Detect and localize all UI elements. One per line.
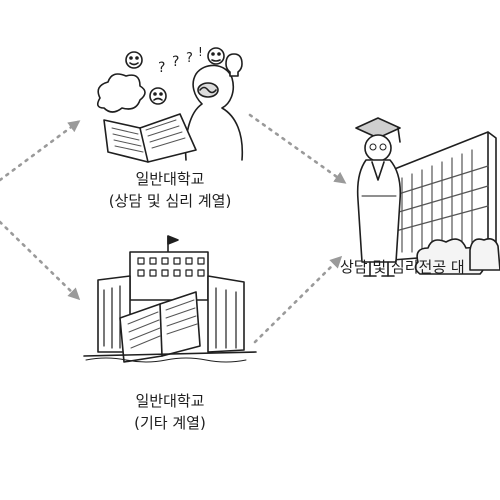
flag-icon (167, 235, 179, 245)
node-label-general-counseling: 일반대학교 (상담 및 심리 계열) (70, 168, 270, 212)
svg-text:?: ? (172, 54, 179, 70)
graduate-illustration (355, 117, 500, 277)
face-icon-2 (149, 87, 167, 105)
graduate-gown (356, 159, 402, 263)
thought-cloud-icon (96, 73, 146, 113)
node-label-counseling-major: 상담 및 심리전공 대 (340, 256, 500, 278)
arrow-left-to-top (0, 120, 81, 182)
node-label-line2: (기타 계열) (134, 414, 206, 432)
svg-text:?: ? (158, 60, 165, 76)
face-icon (125, 51, 143, 69)
node-label-line1: 상담 및 심리전공 대 (340, 258, 465, 276)
node-label-general-other: 일반대학교 (기타 계열) (90, 390, 250, 434)
building-windows (137, 257, 205, 277)
lightbulb-icon (225, 53, 243, 77)
bush-icon-2 (469, 238, 500, 271)
graduate-building-windows (391, 149, 489, 253)
svg-text:?: ? (186, 51, 193, 66)
arrow-top-to-right (248, 113, 347, 184)
thinking-student-illustration: ? ? ? ! (96, 45, 244, 163)
node-label-line1: 일반대학교 (135, 392, 205, 410)
graduate-head (364, 134, 392, 162)
node-label-line2: (상담 및 심리 계열) (108, 192, 232, 210)
graduation-cap-icon (355, 117, 401, 139)
node-label-line1: 일반대학교 (135, 170, 205, 188)
university-building-illustration (83, 235, 257, 363)
arrow-bottom-to-right (253, 255, 343, 344)
svg-text:!: ! (198, 45, 203, 59)
arrow-left-to-bottom (0, 220, 81, 301)
bush-icon (414, 238, 485, 275)
dotted-arrows (0, 113, 347, 344)
open-book-icon (103, 113, 197, 163)
